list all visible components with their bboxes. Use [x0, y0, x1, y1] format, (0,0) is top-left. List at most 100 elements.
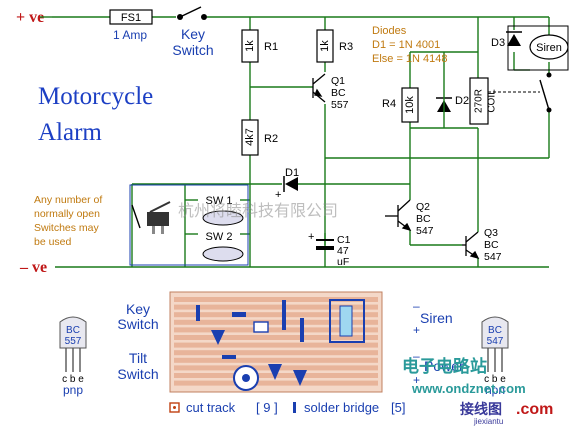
copper-track [174, 380, 378, 386]
sw1-label-box [198, 192, 240, 207]
board-key-switch-2: Switch [117, 316, 158, 332]
r3-body [316, 29, 334, 63]
legend-solder-bridge: solder bridge [304, 400, 379, 415]
switches-note-1: Any number of [34, 194, 102, 206]
stripboard-components [196, 299, 365, 391]
copper-track [174, 350, 378, 356]
q1-ref: Q1 [331, 75, 345, 87]
title-line-2: Alarm [38, 119, 102, 146]
sw1-label: SW 1 [206, 195, 233, 207]
legend-cut-count: [ 9 ] [256, 400, 278, 415]
site-mark-com: .com [516, 401, 553, 418]
c1-ref: C1 [337, 234, 351, 246]
pnp-pins: c b e [62, 374, 84, 385]
c1-value: 47 [337, 245, 349, 257]
siren-label: Siren [536, 42, 562, 54]
board-plus-label-2: + [413, 373, 420, 387]
positive-rail-label: + ve [16, 9, 44, 26]
pnp-label: pnp [63, 383, 83, 397]
fuse-id: FS1 [121, 12, 141, 24]
coil-label-2: COIL [487, 89, 498, 113]
sw2-label: SW 2 [206, 231, 233, 243]
switches-note-4: be used [34, 236, 72, 248]
copper-track [174, 304, 378, 310]
q2-on-board [268, 364, 282, 380]
solder-bridge-icon [293, 402, 296, 413]
relay-contact-a [546, 72, 552, 78]
d2-diode-symbol [436, 88, 452, 118]
copper-track [174, 319, 378, 325]
generic-switch-lever [131, 204, 141, 229]
board-minus-label-1: – [413, 299, 420, 313]
q3-num: 547 [484, 251, 502, 263]
pnp-num: 557 [65, 336, 82, 347]
coil-label-1: 270R [474, 89, 485, 113]
copper-track [174, 342, 378, 348]
board-tilt-switch-1: Tilt [129, 350, 147, 366]
q2-type: BC [416, 213, 431, 225]
key-switch-lever [179, 6, 202, 18]
q1-type: BC [331, 87, 346, 99]
q3-on-board [293, 370, 307, 386]
npn-num: 547 [487, 336, 504, 347]
key-switch-label-1: Key [181, 26, 205, 42]
q1-num: 557 [331, 99, 349, 111]
site-mark-jx: 接线图 [460, 401, 502, 417]
q3-transistor-symbol [462, 231, 480, 260]
diodes-note-else: Else = 1N 4148 [372, 53, 448, 65]
d2-label: D2 [455, 95, 469, 107]
pnp-pinout-icon [59, 316, 87, 372]
c1-plate-bottom [316, 246, 334, 250]
watermark: 杭州将睦科技有限公司 [178, 202, 338, 220]
r2-ref: R2 [264, 133, 278, 145]
fuse-rating: 1 Amp [113, 28, 147, 42]
npn-label: npn [485, 383, 505, 397]
c1-plus-label: + [308, 231, 314, 243]
r3-value: 1k [319, 40, 331, 52]
sw2-tilt-switch [202, 246, 244, 262]
fuse-symbol [109, 9, 153, 25]
d1-plus-label: + [275, 189, 281, 201]
copper-track [174, 327, 378, 333]
site-mark-cn: 电子电路站 [402, 356, 487, 376]
r1-value: 1k [244, 40, 256, 52]
q3-type: BC [484, 239, 499, 251]
title-line-1: Motorcycle [38, 83, 153, 110]
r2-body [241, 119, 259, 156]
d1-diode-symbol [283, 176, 298, 192]
r4-value: 10k [404, 96, 416, 114]
key-switch-contact-b [201, 14, 207, 20]
copper-track [174, 335, 378, 340]
siren-box [507, 25, 569, 71]
copper-track [174, 312, 378, 318]
c1-unit: uF [337, 256, 349, 268]
legend-cut-track: cut track [186, 400, 236, 415]
board-minus-label-2: – [413, 349, 420, 363]
board-siren-label: Siren [420, 310, 453, 326]
key-switch-label-2: Switch [172, 42, 213, 58]
npn-type: BC [488, 325, 502, 336]
npn-pinout-icon [481, 316, 509, 372]
microswitch-icon [147, 201, 171, 234]
wiring [52, 16, 550, 268]
q2-transistor-symbol [385, 199, 412, 232]
legend-bridge-count: [5] [391, 400, 405, 415]
q2-num: 547 [416, 225, 434, 237]
d3-diode-symbol [506, 31, 522, 46]
r4-ref: R4 [382, 98, 396, 110]
copper-track [174, 357, 378, 363]
q1-on-board [211, 330, 225, 345]
pnp-type: BC [66, 325, 80, 336]
switches-note-3: Switches may [34, 222, 100, 234]
r4-body [401, 87, 419, 123]
r1-ref: R1 [264, 41, 278, 53]
switch-group-box [129, 184, 249, 266]
q3-ref: Q3 [484, 227, 498, 239]
q1-transistor-symbol [312, 73, 326, 103]
relay-coil-body [469, 77, 489, 125]
npn-pins: c b e [484, 374, 506, 385]
r3-ref: R3 [339, 41, 353, 53]
diodes-note-heading: Diodes [372, 25, 407, 37]
relay-on-board [329, 299, 365, 343]
